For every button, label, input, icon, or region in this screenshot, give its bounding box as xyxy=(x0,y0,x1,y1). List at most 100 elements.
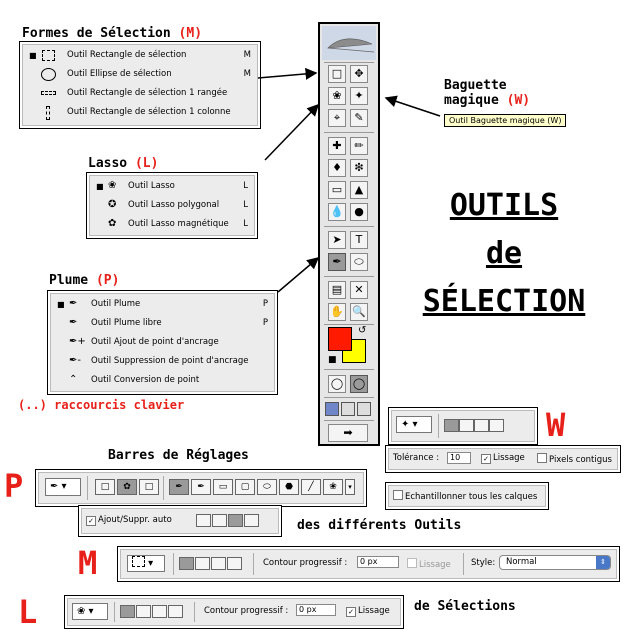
lasso-tool-preset[interactable]: ❀ ▾ xyxy=(72,603,108,620)
polygon-shape-button[interactable]: ⬣ xyxy=(279,479,299,495)
screen-mode-standard-icon[interactable] xyxy=(325,402,339,416)
style-label: Style: xyxy=(471,558,496,568)
wand-sample-bar: Echantillonner tous les calques xyxy=(385,482,549,510)
menu-item-label: Outil Rectangle de sélection 1 rangée xyxy=(67,88,228,98)
rounded-rectangle-shape-button[interactable]: ▢ xyxy=(235,479,255,495)
freeform-pen-mode-button[interactable]: ✒ xyxy=(191,479,211,495)
menu-item-label: Outil Suppression de point d'ancrage xyxy=(91,356,249,366)
dodge-tool-icon[interactable]: ● xyxy=(350,203,368,221)
paths-button[interactable]: ✿ xyxy=(117,479,137,495)
marquee-add-selection-button[interactable] xyxy=(195,557,210,570)
line-shape-button[interactable]: ╱ xyxy=(301,479,321,495)
wand-subtract-selection-button[interactable] xyxy=(474,419,489,432)
magic-wand-tool-icon[interactable]: ✦ xyxy=(350,87,368,105)
blur-tool-icon[interactable]: 💧 xyxy=(328,203,346,221)
pen-combine-exclude-button[interactable] xyxy=(244,514,259,527)
active-bullet-icon: ■ xyxy=(57,300,65,309)
pen-menu-item[interactable]: ⌃Outil Conversion de point xyxy=(51,371,274,390)
jump-to-imageready-icon[interactable]: ➡ xyxy=(328,424,368,442)
zoom-tool-icon[interactable]: 🔍 xyxy=(350,303,368,321)
pen-menu-item[interactable]: ✒- Outil Suppression de point d'ancrage xyxy=(51,352,274,371)
shape-dropdown-icon[interactable]: ▾ xyxy=(345,479,355,495)
marquee-antialias-checkbox[interactable]: Lissage xyxy=(407,558,451,570)
type-tool-icon[interactable]: T xyxy=(350,231,368,249)
tolerance-input[interactable]: 10 xyxy=(447,452,471,464)
lasso-antialias-checkbox[interactable]: ✓Lissage xyxy=(346,606,390,617)
marquee-new-selection-button[interactable] xyxy=(179,557,194,570)
move-tool-icon[interactable]: ✥ xyxy=(350,65,368,83)
lasso-add-selection-button[interactable] xyxy=(136,605,151,618)
toolbox-divider xyxy=(324,324,374,325)
menu-item-label: Outil Plume libre xyxy=(91,318,162,328)
shape-layers-button[interactable]: □ xyxy=(95,479,115,495)
healing-brush-tool-icon[interactable]: ✚ xyxy=(328,137,346,155)
sample-all-layers-checkbox[interactable]: Echantillonner tous les calques xyxy=(393,490,537,502)
wand-tool-preset[interactable]: ✦ ▾ xyxy=(396,416,432,433)
auto-add-delete-checkbox[interactable]: ✓Ajout/Suppr. auto xyxy=(86,515,172,526)
brush-tool-icon[interactable]: ✏ xyxy=(350,137,368,155)
pen-mode-button[interactable]: ✒ xyxy=(169,479,189,495)
rect-marquee-tool-icon[interactable]: □ xyxy=(328,65,346,83)
single-row-icon xyxy=(41,87,56,99)
marquee-tool-preset[interactable]: ▾ xyxy=(127,555,165,572)
fill-pixels-button[interactable]: □ xyxy=(139,479,159,495)
foreground-color-swatch[interactable] xyxy=(328,327,352,351)
lasso-new-selection-button[interactable] xyxy=(120,605,135,618)
selection-menu-item[interactable]: Outil Rectangle de sélection 1 rangée xyxy=(23,84,257,103)
history-brush-tool-icon[interactable]: ❇ xyxy=(350,159,368,177)
wand-add-selection-button[interactable] xyxy=(459,419,474,432)
pen-combine-add-button[interactable] xyxy=(196,514,211,527)
eyedropper-tool-icon[interactable]: ✕ xyxy=(350,281,368,299)
screen-mode-full-menu-icon[interactable] xyxy=(341,402,355,416)
lasso-tool-icon[interactable]: ❀ xyxy=(328,87,346,105)
crop-tool-icon[interactable]: ⌖ xyxy=(328,109,346,127)
pen-tool-icon[interactable]: ✒ xyxy=(328,253,346,271)
standard-mode-icon[interactable]: ◯ xyxy=(328,375,346,393)
contiguous-checkbox[interactable]: Pixels contigus xyxy=(537,453,612,465)
marquee-intersect-selection-button[interactable] xyxy=(227,557,242,570)
menu-item-label: Outil Ellipse de sélection xyxy=(67,69,172,79)
rectangle-shape-button[interactable]: ▭ xyxy=(213,479,233,495)
marquee-subtract-selection-button[interactable] xyxy=(211,557,226,570)
custom-shape-button[interactable]: ❀ xyxy=(323,479,343,495)
marquee-feather-input[interactable]: 0 px xyxy=(357,556,399,568)
swap-colors-icon[interactable]: ↺ xyxy=(358,325,367,336)
hand-tool-icon[interactable]: ✋ xyxy=(328,303,346,321)
eraser-tool-icon[interactable]: ▭ xyxy=(328,181,346,199)
paint-bucket-tool-icon[interactable]: ▲ xyxy=(350,181,368,199)
default-colors-icon[interactable]: ■ xyxy=(328,355,337,365)
lasso-subtract-selection-button[interactable] xyxy=(152,605,167,618)
pen-combine-intersect-button[interactable] xyxy=(228,514,243,527)
wand-intersect-selection-button[interactable] xyxy=(489,419,504,432)
delete-anchor-icon: ✒- xyxy=(69,355,81,366)
wand-new-selection-button[interactable] xyxy=(444,419,459,432)
lasso-intersect-selection-button[interactable] xyxy=(168,605,183,618)
ellipse-shape-tool-icon[interactable]: ⬭ xyxy=(350,253,368,271)
lasso-feather-input[interactable]: 0 px xyxy=(296,604,336,616)
pen-tool-preset[interactable]: ✒ ▾ xyxy=(45,478,81,496)
ellipse-shape-button[interactable]: ⬭ xyxy=(257,479,277,495)
path-selection-tool-icon[interactable]: ➤ xyxy=(328,231,346,249)
quickmask-mode-icon[interactable]: ◯ xyxy=(350,375,368,393)
selection-menu-item[interactable]: Outil Rectangle de sélection 1 colonne xyxy=(23,103,257,122)
style-select[interactable]: Normal ⇕ xyxy=(499,555,611,570)
screen-mode-full-icon[interactable] xyxy=(357,402,371,416)
pen-options-bar: ✒ ▾ □✿□✒✒▭▢⬭⬣╱❀▾ xyxy=(35,469,367,507)
slice-tool-icon[interactable]: ✎ xyxy=(350,109,368,127)
toolbox-divider xyxy=(324,132,374,133)
clone-stamp-tool-icon[interactable]: ♦ xyxy=(328,159,346,177)
pen-menu-item[interactable]: ✒+Outil Ajout de point d'ancrage xyxy=(51,333,274,352)
pen-combine-subtract-button[interactable] xyxy=(212,514,227,527)
wand-antialias-checkbox[interactable]: ✓Lissage xyxy=(481,453,525,464)
notes-tool-icon[interactable]: ▤ xyxy=(328,281,346,299)
